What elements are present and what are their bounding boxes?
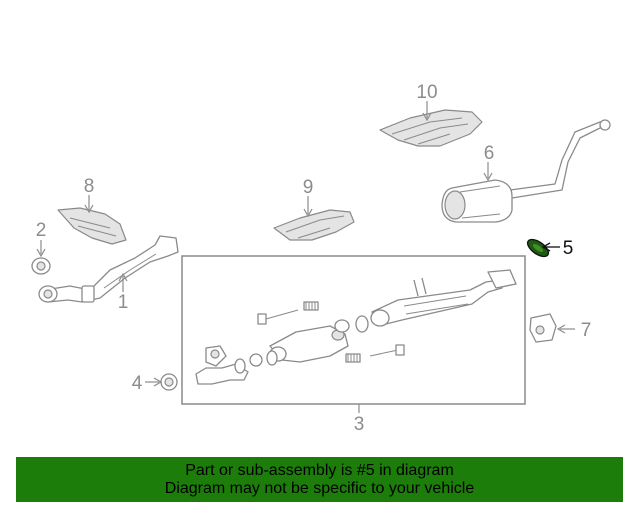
callout-5[interactable]: 5 — [563, 238, 574, 259]
banner-line-1: Part or sub-assembly is #5 in diagram — [185, 462, 454, 479]
part-4-gasket[interactable] — [160, 373, 178, 391]
leader-6-arrow — [483, 172, 493, 182]
part-9-heat-insulator[interactable] — [273, 209, 355, 241]
callout-8[interactable]: 8 — [84, 176, 95, 197]
leader-9-arrow — [303, 208, 313, 218]
callout-1[interactable]: 1 — [118, 292, 129, 313]
leader-5-arrow — [541, 242, 551, 252]
part-7-exhaust-mount[interactable] — [529, 313, 557, 343]
part-3-assembly-box[interactable] — [181, 255, 526, 405]
callout-4[interactable]: 4 — [132, 373, 143, 394]
part-1-front-exhaust-pipe[interactable] — [38, 235, 179, 303]
leader-4-arrow — [153, 377, 163, 387]
part-5-exhaust-hanger[interactable] — [525, 236, 552, 260]
banner-line-2: Diagram may not be specific to your vehi… — [164, 480, 475, 497]
part-6-tail-pipe-muffler[interactable] — [441, 119, 611, 223]
part-8-heat-insulator[interactable] — [57, 207, 127, 245]
part-3-contents — [195, 269, 517, 385]
callout-10[interactable]: 10 — [416, 82, 437, 103]
leader-2-arrow — [36, 248, 46, 258]
leader-8-arrow — [84, 204, 94, 214]
leader-7-arrow — [556, 324, 566, 334]
leader-1-arrow — [118, 272, 128, 282]
part-10-heat-insulator[interactable] — [379, 109, 483, 147]
callout-9[interactable]: 9 — [303, 177, 314, 198]
info-banner: Part or sub-assembly is #5 in diagram Di… — [16, 457, 623, 502]
leader-10-arrow — [422, 112, 432, 122]
callout-3[interactable]: 3 — [354, 414, 365, 435]
callout-6[interactable]: 6 — [484, 143, 495, 164]
callout-2[interactable]: 2 — [36, 220, 47, 241]
callout-7[interactable]: 7 — [581, 320, 592, 341]
part-2-gasket[interactable] — [31, 257, 51, 275]
